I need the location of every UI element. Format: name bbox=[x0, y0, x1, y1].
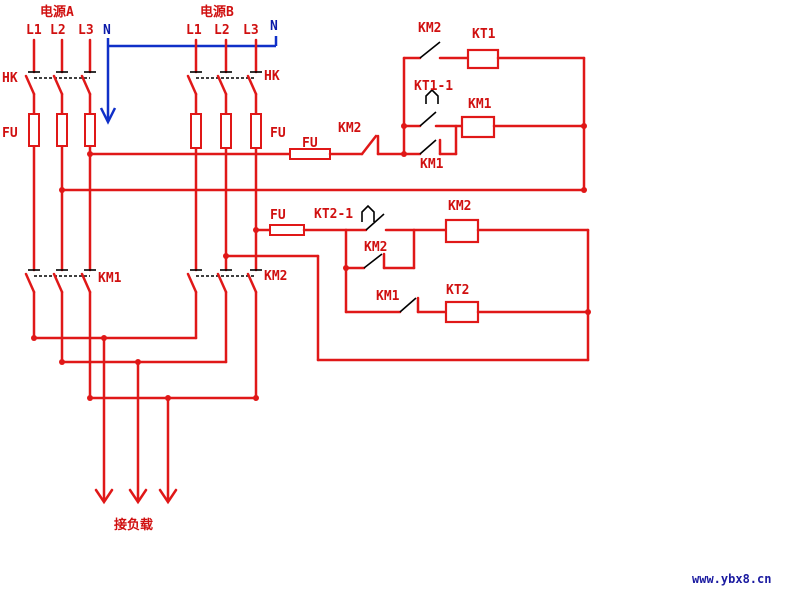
junction-dot bbox=[87, 395, 93, 401]
kt1-coil-label: KT1 bbox=[472, 27, 496, 42]
source-b-title: 电源B bbox=[200, 4, 234, 20]
junction-dot bbox=[585, 309, 591, 315]
source-b-neutral-label: N bbox=[270, 19, 278, 34]
load-label: 接负载 bbox=[114, 517, 153, 533]
junction-dot bbox=[253, 227, 259, 233]
source-a-l1-label: L1 bbox=[26, 23, 42, 38]
hk-switch-b bbox=[186, 71, 262, 96]
junction-dot bbox=[31, 335, 37, 341]
source-a-l3-label: L3 bbox=[78, 23, 94, 38]
control-circuit-b bbox=[224, 204, 590, 362]
source-a-title: 电源A bbox=[40, 4, 74, 20]
hk-b-label: HK bbox=[264, 69, 280, 84]
neutral-line bbox=[99, 36, 278, 125]
km2-coil-label: KM2 bbox=[448, 199, 471, 214]
website-watermark: www.ybx8.cn bbox=[692, 572, 771, 586]
junction-dot bbox=[401, 151, 407, 157]
km1-interlock-label: KM1 bbox=[376, 289, 400, 304]
control-circuit-a bbox=[60, 41, 586, 192]
source-b-l3-label: L3 bbox=[243, 23, 259, 38]
fu-control-a-label: FU bbox=[302, 136, 318, 151]
kt1-1-label: KT1-1 bbox=[414, 79, 453, 94]
fuses-b bbox=[190, 113, 262, 149]
km2-hold-label: KM2 bbox=[364, 240, 387, 255]
km1-hold-label: KM1 bbox=[420, 157, 444, 172]
source-a-neutral-label: N bbox=[103, 23, 111, 38]
hk-switch-a bbox=[24, 71, 96, 96]
source-b-l1-label: L1 bbox=[186, 23, 202, 38]
source-a-l2-label: L2 bbox=[50, 23, 66, 38]
km1-main-label: KM1 bbox=[98, 271, 122, 286]
junction-dot bbox=[343, 265, 349, 271]
fu-a-label: FU bbox=[2, 126, 18, 141]
km2-nc-label: KM2 bbox=[338, 121, 361, 136]
junction-dot bbox=[59, 187, 65, 193]
km1-coil-label: KM1 bbox=[468, 97, 492, 112]
junction-dot bbox=[59, 359, 65, 365]
junction-dot bbox=[253, 395, 259, 401]
kt2-coil-label: KT2 bbox=[446, 283, 469, 298]
km2-main-contacts bbox=[186, 269, 262, 294]
junction-dot bbox=[135, 359, 141, 365]
km1-main-contacts bbox=[24, 269, 96, 294]
junction-dot bbox=[101, 335, 107, 341]
junction-dot bbox=[87, 151, 93, 157]
fuses-a bbox=[28, 113, 96, 147]
junction-dot bbox=[223, 253, 229, 259]
source-b-l2-label: L2 bbox=[214, 23, 230, 38]
junction-dot bbox=[581, 187, 587, 193]
junction-dot bbox=[581, 123, 587, 129]
output-buses bbox=[32, 336, 258, 505]
kt2-1-label: KT2-1 bbox=[314, 207, 353, 222]
fu-control-b-label: FU bbox=[270, 208, 286, 223]
junction-dot bbox=[165, 395, 171, 401]
km2-main-label: KM2 bbox=[264, 269, 287, 284]
hk-a-label: HK bbox=[2, 71, 18, 86]
junction-dot bbox=[401, 123, 407, 129]
fu-b-label: FU bbox=[270, 126, 286, 141]
km2-no-label: KM2 bbox=[418, 21, 441, 36]
